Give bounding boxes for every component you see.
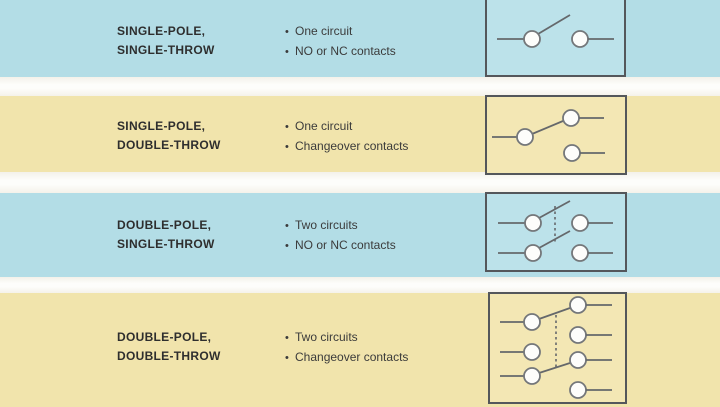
row-double-pole-double-throw: DOUBLE-POLE, DOUBLE-THROW Two circuits C… [0,292,720,407]
bullet-icon [285,23,295,42]
switch-type-label: DOUBLE-POLE, DOUBLE-THROW [117,328,221,366]
type-line-2: SINGLE-THROW [117,237,215,251]
switch-type-label: SINGLE-POLE, SINGLE-THROW [117,22,215,60]
type-line-2: DOUBLE-THROW [117,349,221,363]
type-line-2: SINGLE-THROW [117,43,215,57]
row-divider [0,77,720,96]
row-single-pole-single-throw: SINGLE-POLE, SINGLE-THROW One circuit NO… [0,0,720,77]
list-item: One circuit [285,117,408,137]
type-line-1: DOUBLE-POLE, [117,218,212,232]
type-line-1: SINGLE-POLE, [117,119,206,133]
bullet-text: Two circuits [295,218,358,232]
dpst-symbol-box [485,192,627,272]
bullet-icon [285,43,295,62]
bullet-icon [285,329,295,348]
bullet-text: Two circuits [295,330,358,344]
spdt-circuit-icon [485,95,627,175]
type-line-1: SINGLE-POLE, [117,24,206,38]
switch-type-label: DOUBLE-POLE, SINGLE-THROW [117,216,215,254]
row-divider [0,172,720,193]
spst-symbol-box [485,0,626,77]
bullet-text: NO or NC contacts [295,44,396,58]
bullet-text: NO or NC contacts [295,238,396,252]
list-item: NO or NC contacts [285,42,396,62]
feature-list: Two circuits NO or NC contacts [285,216,396,256]
spdt-symbol-box [485,95,627,175]
feature-list: Two circuits Changeover contacts [285,328,408,368]
list-item: One circuit [285,22,396,42]
bullet-text: Changeover contacts [295,139,409,153]
bullet-icon [285,138,295,157]
switch-type-label: SINGLE-POLE, DOUBLE-THROW [117,117,221,155]
bullet-text: One circuit [295,119,353,133]
type-line-1: DOUBLE-POLE, [117,330,212,344]
bullet-icon [285,118,295,137]
row-divider [0,277,720,293]
feature-list: One circuit NO or NC contacts [285,22,396,62]
bullet-text: Changeover contacts [295,350,409,364]
bullet-icon [285,217,295,236]
list-item: Changeover contacts [285,348,408,368]
dpdt-circuit-icon [488,292,627,404]
row-double-pole-single-throw: DOUBLE-POLE, SINGLE-THROW Two circuits N… [0,192,720,277]
list-item: Two circuits [285,328,408,348]
bullet-icon [285,349,295,368]
bullet-text: One circuit [295,24,353,38]
feature-list: One circuit Changeover contacts [285,117,408,157]
list-item: Changeover contacts [285,137,408,157]
dpst-circuit-icon [485,192,627,272]
spst-circuit-icon [485,0,626,77]
type-line-2: DOUBLE-THROW [117,138,221,152]
list-item: NO or NC contacts [285,236,396,256]
row-single-pole-double-throw: SINGLE-POLE, DOUBLE-THROW One circuit Ch… [0,95,720,175]
dpdt-symbol-box [488,292,627,404]
list-item: Two circuits [285,216,396,236]
bullet-icon [285,237,295,256]
